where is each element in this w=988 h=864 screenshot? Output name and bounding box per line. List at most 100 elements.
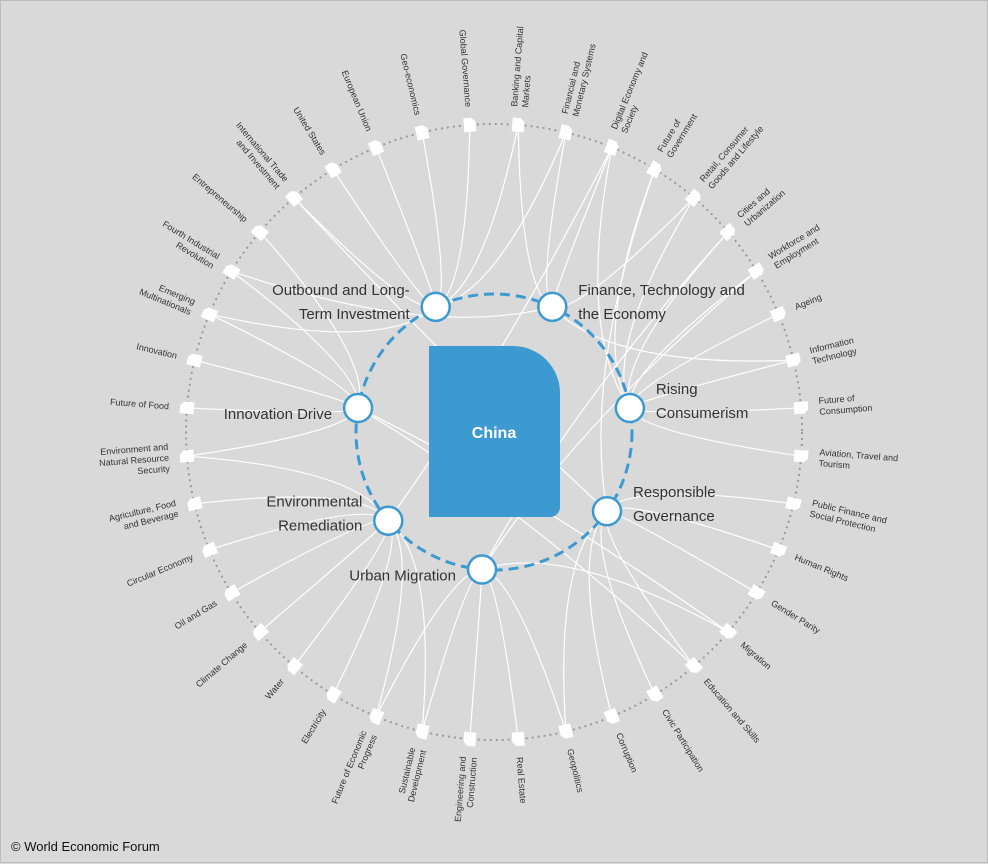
topic-node[interactable]: Future of EconomicProgress [330,707,385,810]
topic-link [357,407,695,667]
topic-node[interactable]: Ageing [769,292,823,323]
topic-node-marker [646,160,662,179]
topic-label: Retail, ConsumerGoods and Lifestyle [698,117,766,191]
topic-label: Entrepreneurship [190,172,249,224]
topic-link [551,306,794,362]
topic-node-marker [603,707,621,724]
topic-node-marker [793,401,809,415]
topic-node-marker [511,731,525,747]
topic-label: United States [291,105,328,157]
copyright-notice: © World Economic Forum [11,839,160,854]
topic-node[interactable]: Environment andNatural ResourceSecurity [98,442,195,479]
topic-label: Future ofGovernment [655,106,699,160]
topic-node[interactable]: Future ofConsumption [793,392,873,417]
center-node-shape [429,346,560,517]
topic-link [563,510,608,732]
topic-label: EmergingMultinationals [138,276,197,317]
topic-node[interactable]: European Union [340,69,385,157]
topic-node-marker [747,584,766,600]
topic-node-marker [179,401,195,415]
topic-label: Climate Change [194,640,250,690]
topic-node[interactable]: Innovation [135,341,203,368]
topic-node[interactable]: Global Governance [457,29,477,133]
topic-node[interactable]: Real Estate [511,731,529,804]
topic-label: Digital Economy andSociety [609,51,660,135]
topic-node[interactable]: United States [291,105,342,179]
topic-link [481,270,757,570]
key-issue-node[interactable]: Urban Migration [349,554,498,585]
key-issue-node[interactable]: Outbound and Long-Term Investment [272,282,451,323]
topic-node[interactable]: Corruption [603,707,640,774]
topic-node-marker [369,707,385,726]
topic-node[interactable]: Migration [718,622,774,672]
topic-label: Human Rights [793,552,850,583]
topic-link [332,520,393,695]
topic-node[interactable]: Entrepreneurship [190,172,270,242]
topic-link [186,455,389,521]
topic-node[interactable]: Financial andMonetary Systems [558,40,598,141]
topic-label: Migration [739,640,774,672]
topic-label: Ageing [793,292,823,312]
topic-label: Future of EconomicProgress [330,729,379,810]
topic-label: Banking and CapitalMarkets [509,26,536,108]
topic-node[interactable]: Public Finance andSocial Protection [785,496,888,536]
topic-node[interactable]: Oil and Gas [173,584,241,631]
topic-link [481,568,519,740]
topic-node[interactable]: Future ofGovernment [646,106,699,179]
topic-link [293,520,390,667]
topic-node-marker [202,541,219,559]
topic-link [600,169,656,512]
topic-node[interactable]: Agriculture, Foodand Beverage [108,496,203,534]
topic-node-marker [414,125,430,141]
topic-label: Future of Food [110,397,170,412]
key-issue-circle [342,392,374,424]
key-issue-circle [420,291,451,323]
topic-link [435,124,519,308]
topic-node[interactable]: Fourth IndustrialRevolution [155,219,241,280]
topic-node[interactable]: EmergingMultinationals [138,276,219,323]
topic-node-marker [785,352,801,368]
topic-node[interactable]: Electricity [299,685,342,745]
topic-node-marker [558,723,574,739]
topic-node[interactable]: Banking and CapitalMarkets [509,26,536,133]
topic-node[interactable]: Civic Participation [646,685,706,774]
topic-node[interactable]: Education and Skills [684,656,763,745]
topic-node[interactable]: Geo-economics [398,53,430,141]
topic-node[interactable]: Workforce andEmployment [747,222,827,280]
topic-label: Environment andNatural ResourceSecurity [98,442,171,479]
topic-node[interactable]: Retail, ConsumerGoods and Lifestyle [684,117,766,208]
topic-node[interactable]: Geopolitics [558,723,585,794]
topic-link [597,147,631,409]
key-issue-node[interactable]: Innovation Drive [224,392,374,424]
topic-node[interactable]: Climate Change [194,622,270,690]
topic-node[interactable]: Human Rights [769,541,850,584]
topic-node[interactable]: Future of Food [110,397,195,415]
topic-node[interactable]: International Tradeand Investment [226,120,304,208]
outer-ring [185,123,803,741]
topic-node[interactable]: SustainableDevelopment [395,723,430,803]
topic-node[interactable]: Digital Economy andSociety [603,51,660,157]
topic-node[interactable]: Water [263,656,304,701]
topic-node[interactable]: Aviation, Travel andTourism [793,447,899,474]
topic-node[interactable]: Circular Economy [125,541,219,589]
topic-node[interactable]: Gender Parity [747,584,822,636]
topic-link [209,306,437,333]
topic-node-marker [253,622,270,642]
center-node[interactable]: China [429,346,560,517]
topic-link [546,132,567,308]
topic-node-marker [415,723,430,740]
topic-node[interactable]: Cities andUrbanization [718,179,787,242]
key-issue-circle [537,291,568,323]
topic-node[interactable]: Engineering andConstruction [453,731,479,824]
topic-label: InformationTechnology [809,335,859,366]
topic-link [481,231,729,570]
topic-node[interactable]: InformationTechnology [785,335,858,368]
topic-link [469,569,483,740]
